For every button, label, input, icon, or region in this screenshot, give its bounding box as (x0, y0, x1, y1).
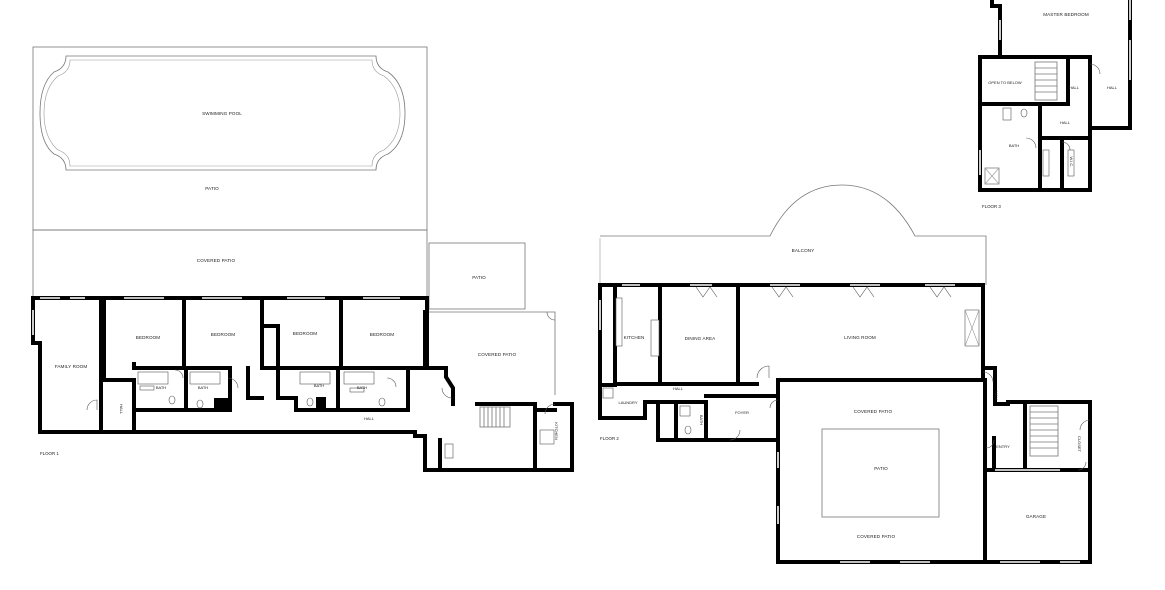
covered-patio-outline (32, 229, 428, 299)
wall (598, 283, 617, 387)
wall (533, 402, 557, 412)
wall (31, 296, 574, 472)
floor-3-plan: MASTER BEDROOM OPEN TO BELOW HALL HALL H… (978, 0, 1132, 209)
fixtures-floor-3 (984, 107, 1075, 185)
windows-floor-2 (599, 284, 1080, 563)
patio-outline (32, 46, 428, 231)
swimming-pool-inner (43, 59, 401, 167)
room-label-wic: W.I.C. (1069, 157, 1074, 168)
stairs-floor-2 (1029, 405, 1059, 457)
wall (598, 283, 678, 442)
room-label-closet: CLOSET (1077, 436, 1082, 453)
wall (978, 0, 1132, 192)
wall (260, 324, 280, 370)
room-label-bath: BATH (314, 383, 324, 388)
fixtures-floor-2 (602, 297, 980, 435)
windows-floor-1 (32, 297, 400, 335)
patio-inner-outline (821, 428, 940, 518)
floor-1-plan: SWIMMING POOL PATIO COVERED PATIO PATIO … (31, 46, 574, 472)
room-label-master-bedroom: MASTER BEDROOM (1043, 12, 1089, 17)
wall (475, 402, 537, 472)
balcony-outline (600, 184, 987, 285)
room-label-garage: GARAGE (1026, 514, 1046, 519)
room-label-swimming-pool: SWIMMING POOL (202, 111, 242, 116)
room-label-bath: BATH (198, 385, 208, 390)
room-label-bath: BATH (156, 385, 166, 390)
wall (983, 366, 1092, 472)
wall (674, 400, 708, 442)
room-label-bath: BATH (699, 415, 704, 425)
room-label-bath: BATH (357, 385, 367, 390)
room-label-entry: ENTRY (996, 444, 1010, 449)
room-label-covered-patio: COVERED PATIO (854, 409, 893, 414)
room-label-living-room: LIVING ROOM (844, 335, 876, 340)
room-label-kitchen: KITCHEN (554, 422, 559, 440)
room-label-bedroom: BEDROOM (370, 332, 395, 337)
stairs-floor-3 (1034, 61, 1058, 101)
room-label-dining-area: DINING AREA (685, 336, 717, 341)
room-label-bath: BATH (1009, 143, 1019, 148)
doors-floor-3 (1025, 63, 1101, 151)
wall (31, 296, 455, 406)
room-label-bedroom: BEDROOM (211, 332, 236, 337)
room-label-patio-right: PATIO (472, 275, 486, 280)
wall (132, 362, 232, 412)
wall-block (214, 398, 228, 410)
room-label-open-to-below: OPEN TO BELOW (988, 80, 1022, 85)
floor-label-3: FLOOR 3 (982, 204, 1001, 209)
wall (1038, 55, 1070, 106)
floor-label-2: FLOOR 2 (600, 436, 619, 441)
room-label-covered-patio-right: COVERED PATIO (478, 352, 517, 357)
doors-floor-2 (729, 365, 1091, 471)
room-label-hall: HALL (673, 386, 684, 391)
room-label-bedroom: BEDROOM (136, 335, 161, 340)
room-label-hall: HALL (1107, 85, 1118, 90)
room-label-hall: HALL (364, 416, 375, 421)
swimming-pool-outline (39, 55, 406, 171)
floor-2-plan: BALCONY KITCHEN DINING AREA LIVING ROOM … (598, 184, 1092, 564)
room-label-patio: PATIO (205, 186, 219, 191)
patio-right-outline (428, 242, 526, 310)
room-label-foyer: FOYER (735, 410, 749, 415)
room-label-laundry: LAUNDRY (618, 400, 637, 405)
room-label-family-room: FAMILY ROOM (55, 364, 88, 369)
stairs-floor-1 (479, 406, 511, 428)
fixtures-floor-1 (137, 371, 555, 459)
room-label-hall: HALL (1069, 85, 1080, 90)
wall (246, 366, 264, 400)
bifold-doors-floor-2 (695, 286, 952, 298)
room-label-covered-patio: COVERED PATIO (197, 258, 236, 263)
doors-floor-1 (86, 311, 556, 415)
floor-label-1: FLOOR 1 (40, 451, 59, 456)
room-label-hall: HALL (119, 404, 124, 415)
room-label-kitchen: KITCHEN (624, 335, 645, 340)
room-label-balcony: BALCONY (792, 248, 815, 253)
room-label-covered-patio: COVERED PATIO (857, 534, 896, 539)
wall (276, 366, 410, 412)
room-label-patio: PATIO (874, 466, 888, 471)
covered-patio-right-outline (429, 311, 556, 395)
wall (981, 102, 1092, 140)
room-label-hall: HALL (994, 391, 999, 402)
wall-block (316, 397, 326, 410)
room-label-hall: HALL (1060, 120, 1071, 125)
wall (643, 400, 708, 442)
room-label-bedroom: BEDROOM (293, 331, 318, 336)
